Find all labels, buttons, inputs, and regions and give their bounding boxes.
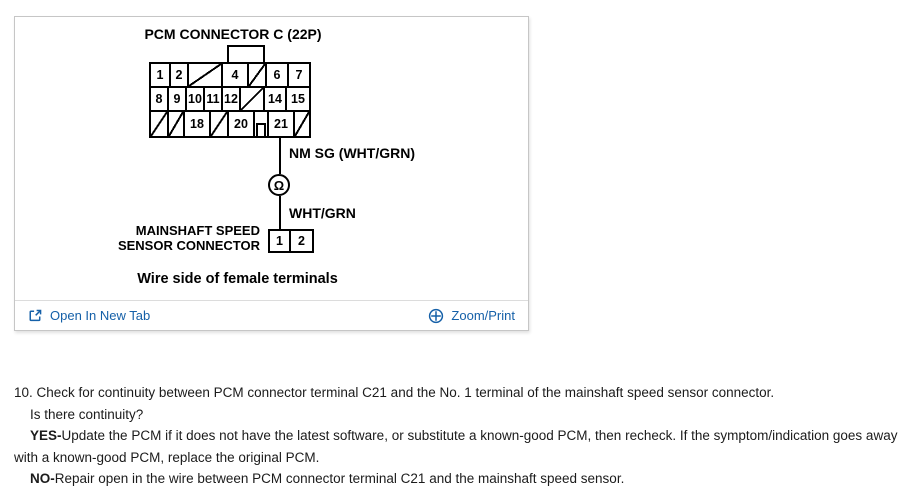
pcm-connector-lock-tab <box>227 45 265 63</box>
pcm-pin-21: 21 <box>269 112 295 136</box>
no-label: NO- <box>30 471 55 487</box>
wire-segment-upper <box>279 138 281 174</box>
figure-caption: Wire side of female terminals <box>137 271 338 287</box>
terminal-probe-symbol: Ω <box>268 174 290 196</box>
open-in-new-tab-icon <box>28 308 43 323</box>
pcm-blocked-cell <box>211 112 229 136</box>
sensor-pin-2: 2 <box>298 234 305 248</box>
instruction-text-block: 10. Check for continuity between PCM con… <box>14 382 913 490</box>
continuity-question: Is there continuity? <box>30 406 144 422</box>
pcm-pin-10: 10 <box>187 88 205 112</box>
pcm-pin-4: 4 <box>223 64 249 88</box>
wiring-diagram: PCM CONNECTOR C (22P) 1 2 4 6 7 8 9 10 1… <box>15 17 528 300</box>
sensor-connector-diagram: 1 2 <box>268 229 314 253</box>
sensor-label-line2: SENSOR CONNECTOR <box>117 238 260 253</box>
open-in-new-tab-link[interactable]: Open In New Tab <box>28 308 150 323</box>
zoom-print-icon <box>428 308 444 324</box>
pcm-pin-2: 2 <box>171 64 189 88</box>
step-10-text: 10. Check for continuity between PCM con… <box>14 385 775 400</box>
pcm-blocked-cell <box>169 112 185 136</box>
pcm-connector-row-1: 1 2 4 6 7 <box>151 64 309 88</box>
yes-result: YES-Update the PCM if it does not have t… <box>14 425 913 468</box>
pcm-pin-1: 1 <box>151 64 171 88</box>
pcm-blocked-cell <box>241 88 265 112</box>
pcm-blocked-cell <box>151 112 169 136</box>
zoom-print-label: Zoom/Print <box>451 308 515 323</box>
pcm-connector-diagram: 1 2 4 6 7 8 9 10 11 12 14 15 18 <box>149 62 311 138</box>
pcm-pin-18: 18 <box>185 112 211 136</box>
pcm-pin-9: 9 <box>169 88 187 112</box>
zoom-print-link[interactable]: Zoom/Print <box>428 308 515 324</box>
yes-result-text: Update the PCM if it does not have the l… <box>14 428 898 465</box>
pcm-keyway-cell <box>255 112 269 136</box>
wire-label-bottom: WHT/GRN <box>289 205 356 221</box>
keyway-notch <box>256 123 266 136</box>
pcm-pin-12: 12 <box>223 88 241 112</box>
sensor-connector-label: MAINSHAFT SPEED SENSOR CONNECTOR <box>85 223 260 253</box>
sensor-label-line1: MAINSHAFT SPEED <box>135 223 260 238</box>
pcm-connector-row-2: 8 9 10 11 12 14 15 <box>151 88 309 112</box>
wire-label-top: NM SG (WHT/GRN) <box>289 145 415 161</box>
figure-title: PCM CONNECTOR C (22P) <box>144 26 322 42</box>
figure-toolbar: Open In New Tab Zoom/Print <box>15 300 528 330</box>
pcm-pin-8: 8 <box>151 88 169 112</box>
pcm-pin-15: 15 <box>287 88 309 112</box>
wire-segment-lower <box>279 196 281 229</box>
pcm-blocked-cell <box>295 112 309 136</box>
pcm-pin-20: 20 <box>229 112 255 136</box>
pcm-pin-14: 14 <box>265 88 287 112</box>
pcm-blocked-cell <box>249 64 267 88</box>
open-in-new-tab-label: Open In New Tab <box>50 308 151 323</box>
pcm-connector-row-3: 18 20 21 <box>151 112 309 136</box>
pcm-blocked-cell <box>189 64 223 88</box>
figure-panel: PCM CONNECTOR C (22P) 1 2 4 6 7 8 9 10 1… <box>14 16 529 331</box>
pcm-pin-7: 7 <box>289 64 309 88</box>
pcm-pin-6: 6 <box>267 64 289 88</box>
no-result: NO-Repair open in the wire between PCM c… <box>14 468 913 490</box>
no-result-text: Repair open in the wire between PCM conn… <box>54 471 625 487</box>
sensor-pin-1: 1 <box>270 231 291 251</box>
pcm-pin-11: 11 <box>205 88 223 112</box>
yes-label: YES- <box>30 428 62 444</box>
